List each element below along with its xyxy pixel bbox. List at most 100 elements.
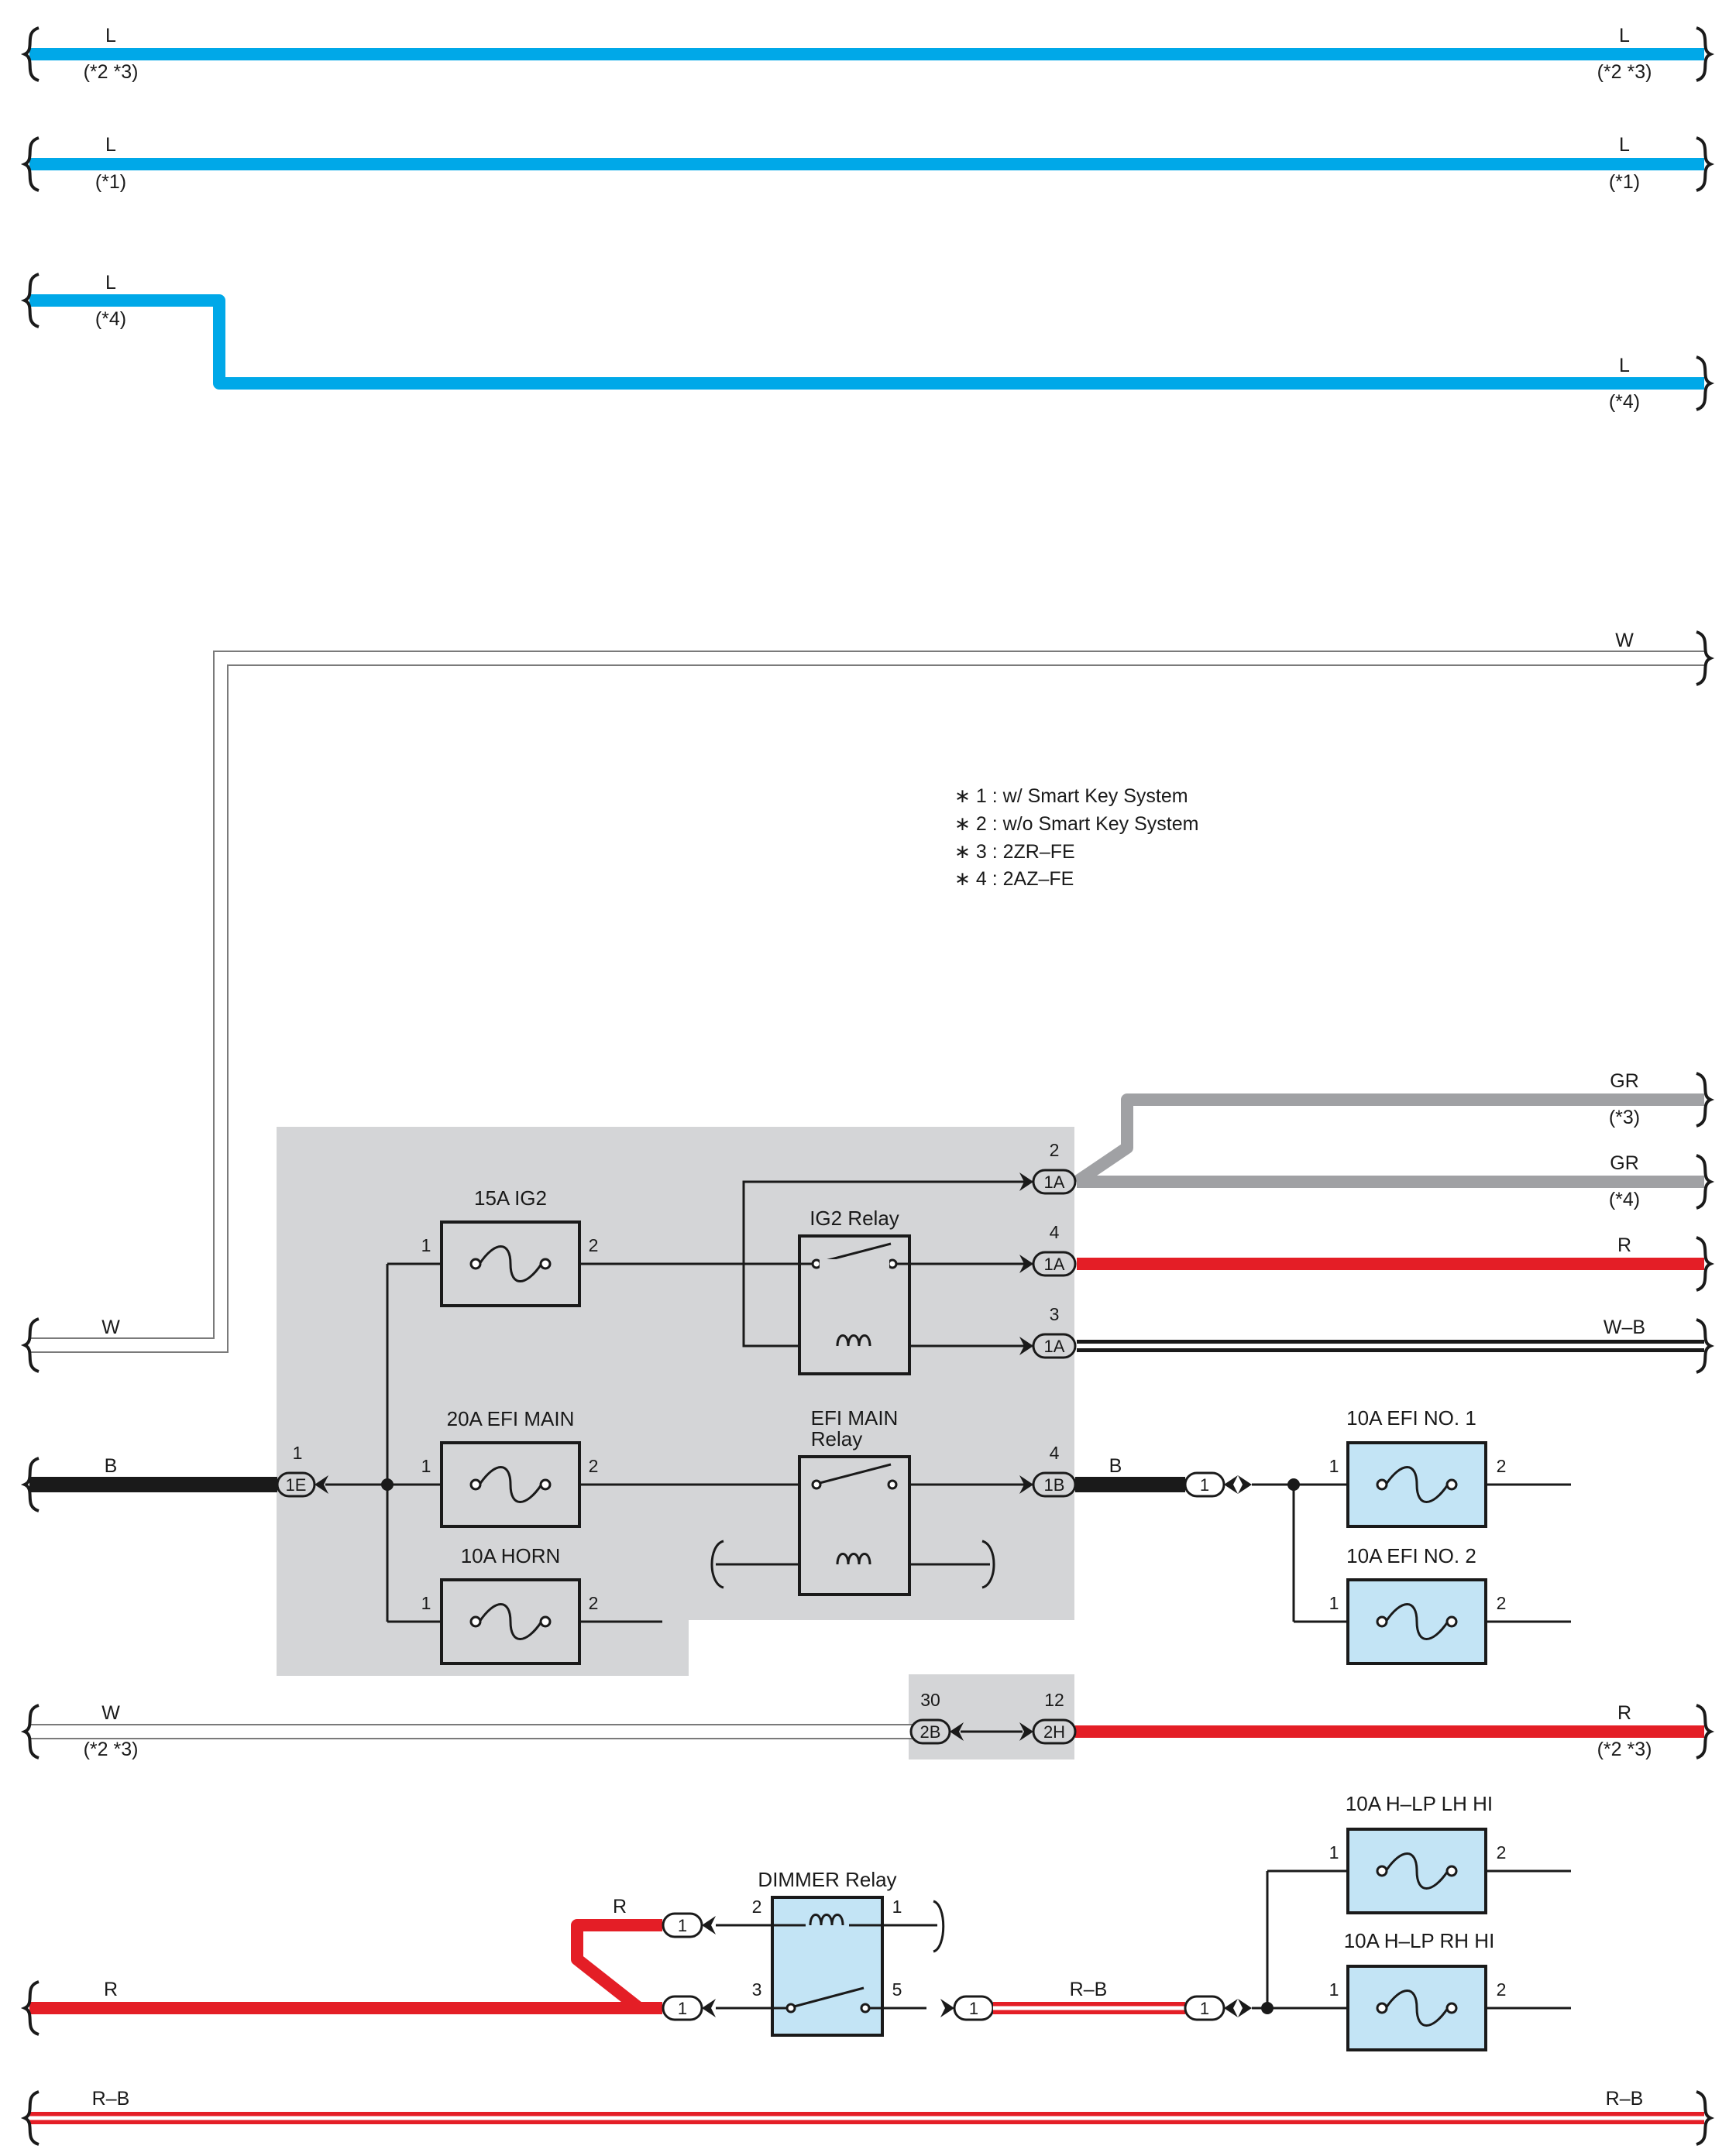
- connector-1e-pin1: 1E 1: [276, 1443, 328, 1498]
- pin-number: 1: [892, 1897, 902, 1917]
- wire-end-brace: [1696, 2090, 1715, 2146]
- pin-number: 1: [421, 1593, 431, 1613]
- wire-note: (*4): [1609, 1189, 1640, 1210]
- wire-b-mid: B: [1075, 1455, 1185, 1492]
- wire-w-b: W–B: [1077, 1317, 1704, 1352]
- wire-note: (*2 *3): [1597, 61, 1652, 83]
- pin-number: 4: [1050, 1443, 1060, 1463]
- inline-connector-dimmer-up: 1: [662, 1912, 716, 1938]
- pin-number: 12: [1044, 1690, 1064, 1710]
- fuse-10a-horn: 10A HORN 1 2: [421, 1544, 598, 1665]
- wire-gr: GR (*3) GR (*4): [1073, 1070, 1704, 1210]
- wire-end-brace: [1696, 1072, 1715, 1128]
- relay-label: Relay: [811, 1427, 862, 1450]
- legend-item: ∗ 4 : 2AZ–FE: [954, 868, 1074, 890]
- wire-end-brace: [20, 273, 40, 328]
- pin-number: 2: [589, 1456, 599, 1476]
- connector-1a-pin2: 1A 2: [1019, 1140, 1077, 1195]
- fuse-label: 10A HORN: [461, 1544, 561, 1567]
- dimmer-wiring: [716, 1924, 937, 2010]
- wire-color-label: R: [613, 1896, 627, 1917]
- connector-2h-pin12: 2H 12: [1019, 1690, 1077, 1745]
- pin-number: 2: [752, 1897, 762, 1917]
- wire-end-brace: [1696, 355, 1715, 411]
- wire-color-label: R: [104, 1979, 118, 2000]
- wire-end-braces: [20, 26, 1715, 2146]
- wire-end-brace: [20, 2090, 40, 2146]
- junction-dot: [1261, 2002, 1274, 2014]
- svg-text:1A: 1A: [1044, 1255, 1065, 1274]
- wire-r-2h: R (*2 *3): [1075, 1702, 1704, 1760]
- wire-color-label: R: [1617, 1234, 1631, 1256]
- wire-color-label: W–B: [1604, 1317, 1645, 1338]
- wire-r-ig2: R: [1077, 1234, 1704, 1270]
- inline-connector-rb-left: 1: [940, 1995, 995, 2021]
- fuse-label: 10A EFI NO. 2: [1346, 1544, 1476, 1567]
- pin-number: 1: [1329, 1842, 1339, 1862]
- ig2-relay: IG2 Relay: [798, 1207, 911, 1375]
- junction-block: [277, 1127, 1074, 1759]
- wire-end-brace: [1696, 1318, 1715, 1374]
- pin-number: 30: [920, 1690, 940, 1710]
- wire-color-label: L: [1619, 25, 1630, 46]
- fuse-label: 10A EFI NO. 1: [1346, 1406, 1476, 1430]
- wire-note: (*2 *3): [84, 61, 139, 83]
- wire-l-low: L (*4) L (*4): [29, 272, 1704, 413]
- pin-number: 1: [1329, 1593, 1339, 1613]
- fuse-20a-efi-main: 20A EFI MAIN 1 2: [421, 1407, 599, 1528]
- wire-color-label: R–B: [1070, 1979, 1108, 2000]
- wire-color-label: L: [1619, 355, 1630, 376]
- internal-circuit: [325, 1180, 1033, 1623]
- wire-rb-mid: R–B: [993, 1979, 1185, 2014]
- wire-color-label: L: [105, 272, 116, 294]
- wire-l-mid: L (*1) L (*1): [29, 134, 1704, 193]
- wire-b-left: B: [29, 1455, 277, 1492]
- fuse-10a-efi-no2: 10A EFI NO. 2 1 2: [1329, 1544, 1506, 1665]
- fuse-15a-ig2: 15A IG2 1 2: [421, 1186, 598, 1307]
- pin-number: 1: [421, 1235, 431, 1255]
- fuse-label: 10A H–LP LH HI: [1346, 1792, 1493, 1815]
- legend: ∗ 1 : w/ Smart Key System ∗ 2 : w/o Smar…: [954, 785, 1198, 890]
- fuse-10a-efi-no1: 10A EFI NO. 1 1 2: [1329, 1406, 1506, 1528]
- wire-end-brace: [1696, 1236, 1715, 1292]
- svg-text:2B: 2B: [920, 1722, 941, 1742]
- connector-2b-pin30: 2B 30: [909, 1690, 964, 1745]
- svg-text:1: 1: [969, 1999, 978, 2018]
- wire-note: (*2 *3): [84, 1739, 139, 1760]
- wire-end-brace: [1696, 1154, 1715, 1210]
- svg-text:2H: 2H: [1043, 1722, 1065, 1742]
- inline-connector-b: 1: [1184, 1471, 1252, 1498]
- svg-text:1B: 1B: [1044, 1475, 1065, 1495]
- wire-color-label: L: [105, 134, 116, 156]
- wire-end-brace: [20, 1457, 40, 1512]
- wire-color-label: R: [1617, 1702, 1631, 1724]
- wire-end-brace: [20, 1980, 40, 2036]
- fuse-10a-hlp-rh-hi: 10A H–LP RH HI 1 2: [1329, 1929, 1506, 2051]
- svg-text:1E: 1E: [286, 1475, 307, 1495]
- svg-text:1A: 1A: [1044, 1172, 1065, 1192]
- wire-color-label: W: [101, 1317, 120, 1338]
- pin-number: 1: [1329, 1456, 1339, 1476]
- legend-item: ∗ 2 : w/o Smart Key System: [954, 813, 1198, 835]
- fuse-label: 20A EFI MAIN: [447, 1407, 575, 1430]
- wire-end-brace: [1696, 630, 1715, 686]
- svg-text:1: 1: [678, 1916, 687, 1935]
- legend-item: ∗ 1 : w/ Smart Key System: [954, 785, 1188, 807]
- wire-note: (*3): [1609, 1107, 1640, 1128]
- connector-1b-pin4: 1B 4: [1019, 1443, 1077, 1498]
- connector-block-2b-2h: [909, 1674, 1074, 1759]
- svg-text:1: 1: [1200, 1475, 1209, 1495]
- wire-end-brace: [20, 136, 40, 192]
- fuse-label: 15A IG2: [474, 1186, 547, 1210]
- wire-r-dimmer: R R: [29, 1896, 662, 2014]
- wire-end-brace: [1696, 26, 1715, 82]
- pin-number: 1: [293, 1443, 303, 1463]
- svg-text:1A: 1A: [1044, 1337, 1065, 1356]
- pin-number: 1: [1329, 1979, 1339, 2000]
- relay-label: EFI MAIN: [811, 1406, 899, 1430]
- wire-color-label: L: [1619, 134, 1630, 156]
- pin-number: 3: [1050, 1304, 1060, 1324]
- wire-color-label: R–B: [1606, 2088, 1644, 2110]
- pin-number: 2: [1050, 1140, 1060, 1160]
